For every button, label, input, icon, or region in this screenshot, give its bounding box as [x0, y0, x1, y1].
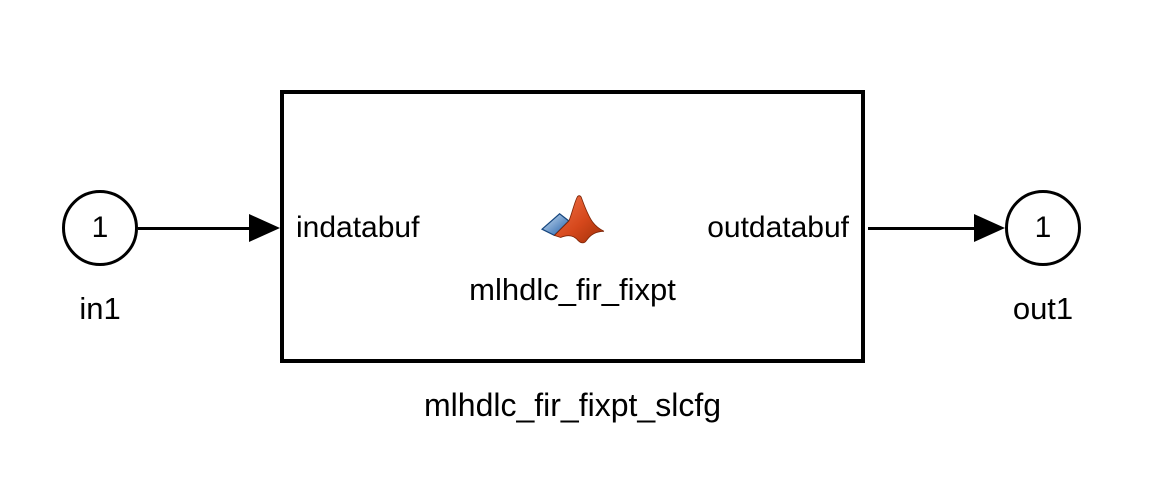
output-port-number: 1 [1034, 211, 1052, 244]
block-name-caption[interactable]: mlhdlc_fir_fixpt_slcfg [424, 387, 721, 423]
matlab-function-block[interactable]: indatabuf outdatabuf [280, 90, 865, 363]
wire-block-to-output[interactable] [868, 227, 975, 230]
input-port-name[interactable]: in1 [79, 291, 121, 326]
arrowhead-icon [249, 214, 280, 242]
block-input-port-label: indatabuf [296, 211, 420, 244]
arrowhead-icon [974, 214, 1005, 242]
input-port-block[interactable]: 1 [62, 190, 138, 266]
wire-input-to-block[interactable] [138, 227, 250, 230]
matlab-logo-icon [540, 193, 606, 251]
input-port-number: 1 [91, 211, 109, 244]
output-port-name[interactable]: out1 [1012, 291, 1074, 326]
output-port-block[interactable]: 1 [1005, 190, 1081, 266]
block-function-name: mlhdlc_fir_fixpt [469, 272, 676, 307]
block-output-port-label: outdatabuf [707, 211, 849, 244]
